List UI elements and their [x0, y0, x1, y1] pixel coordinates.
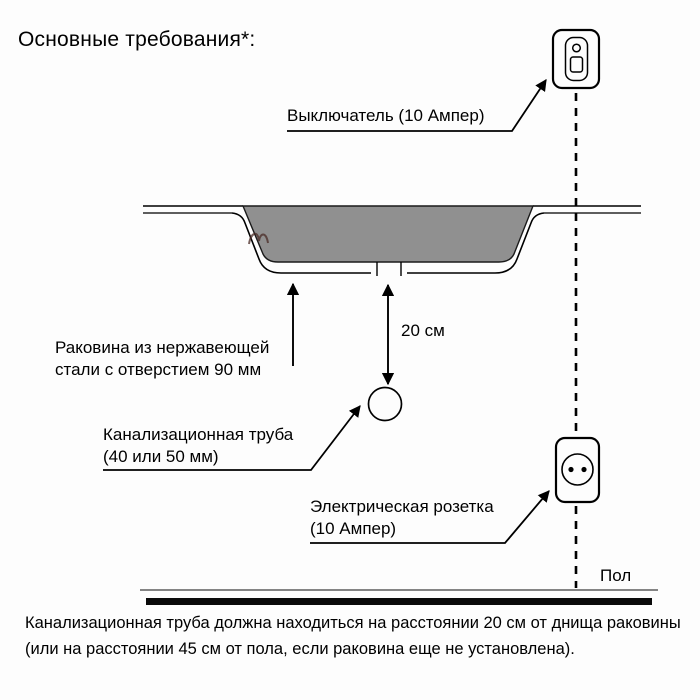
smudge-mark [248, 232, 269, 245]
pipe-label: Канализационная труба (40 или 50 мм) [103, 424, 293, 468]
sink-label-line2: стали с отверстием 90 мм [55, 360, 262, 379]
drain-pipe-circle [367, 386, 403, 422]
pipe-label-line1: Канализационная труба [103, 425, 294, 444]
sink-bowl-fill [241, 205, 535, 263]
outlet-label-line1: Электрическая розетка [310, 497, 494, 516]
sink-label: Раковина из нержавеющей стали с отверсти… [55, 337, 269, 381]
outlet-label-line2: (10 Ампер) [310, 519, 397, 538]
switch-icon [551, 28, 601, 90]
floor-label: Пол [600, 566, 632, 585]
pipe-label-line2: (40 или 50 мм) [103, 447, 219, 466]
countertop-lines [143, 205, 641, 214]
outlet-label-leader [310, 490, 550, 544]
page-title: Основные требования*: [18, 28, 256, 51]
pipe-label-leader [103, 405, 361, 471]
switch-label-leader [287, 79, 547, 132]
footnote-line1: Канализационная труба должна находиться … [25, 614, 681, 632]
distance-label: 20 см [401, 321, 445, 340]
sink-outer-wall-left [231, 212, 371, 274]
outlet-label: Электрическая розетка (10 Ампер) [310, 496, 494, 540]
switch-label: Выключатель (10 Ампер) [287, 106, 485, 125]
footnote: Канализационная труба должна находиться … [25, 610, 681, 662]
sink-basin [231, 205, 545, 276]
sink-label-line1: Раковина из нержавеющей [55, 338, 270, 357]
footnote-line2: (или на расстоянии 45 см от пола, если р… [25, 640, 575, 658]
outlet-icon [554, 436, 601, 504]
sink-outer-wall-right [407, 212, 545, 274]
floor-lines [140, 589, 658, 605]
